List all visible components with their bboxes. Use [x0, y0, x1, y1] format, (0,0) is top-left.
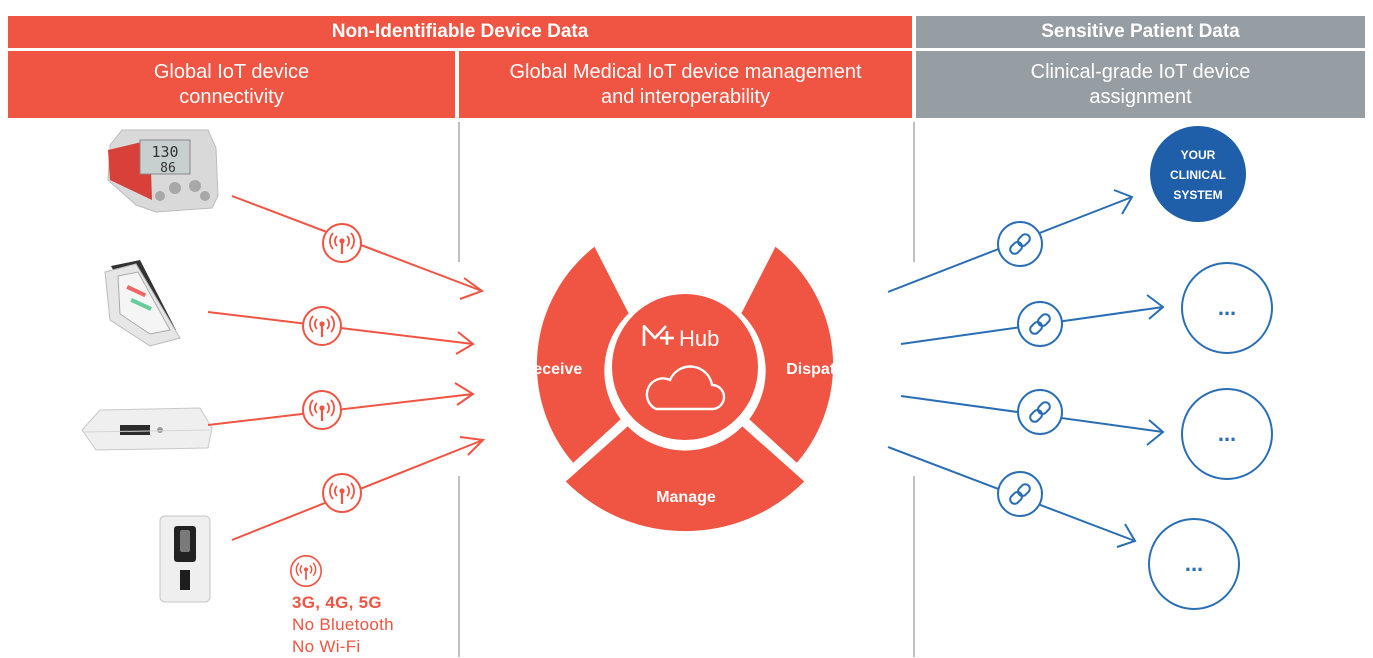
assignment-column-header: Clinical-grade IoT device assignment — [916, 51, 1365, 118]
management-column-title: Global Medical IoT device management and… — [509, 60, 862, 108]
network-types: 3G, 4G, 5G — [292, 593, 382, 612]
blood-pressure-monitor-image: 130 86 — [107, 129, 219, 213]
sensitive-header: Sensitive Patient Data — [916, 16, 1365, 48]
other-system-circle-3 — [1148, 518, 1240, 610]
other-system-ellipsis-3: ... — [1185, 551, 1203, 576]
connectivity-legend: 3G, 4G, 5G No Bluetooth No Wi-Fi — [292, 592, 394, 658]
hub-logo-text: Hub — [679, 326, 719, 351]
manage-segment — [565, 426, 805, 532]
other-system-circle-2 — [1181, 388, 1273, 480]
no-bluetooth-text: No Bluetooth — [292, 615, 394, 634]
dispatch-label: Dispatch — [786, 361, 854, 378]
link-icon-4 — [997, 471, 1043, 517]
sensitive-title: Sensitive Patient Data — [1041, 21, 1240, 42]
link-icon-2 — [1017, 301, 1063, 347]
non-identifiable-header: Non-Identifiable Device Data — [8, 16, 912, 48]
management-column-header: Global Medical IoT device management and… — [459, 51, 912, 118]
clinical-system-line2: CLINICAL — [1170, 168, 1226, 182]
cellular-antenna-icon-1 — [321, 222, 363, 264]
non-identifiable-title: Non-Identifiable Device Data — [331, 21, 589, 42]
assignment-column-title: Clinical-grade IoT device assignment — [1030, 60, 1251, 108]
receive-label: Receive — [522, 361, 583, 378]
other-system-ellipsis-2: ... — [1218, 421, 1236, 446]
connectivity-column-header: Global IoT device connectivity — [8, 51, 455, 118]
connectivity-column-title: Global IoT device connectivity — [153, 60, 310, 108]
mplus-logo-icon — [642, 324, 674, 346]
no-wifi-text: No Wi-Fi — [292, 637, 361, 656]
weight-scale-image — [81, 407, 213, 451]
cellular-antenna-icon-3 — [301, 389, 343, 431]
cellular-antenna-icon-2 — [301, 305, 343, 347]
link-icon-3 — [1017, 389, 1063, 435]
clinical-system-line1: YOUR — [1181, 148, 1216, 162]
clinical-system-line3: SYSTEM — [1173, 188, 1222, 202]
svg-text:86: 86 — [160, 161, 176, 176]
svg-text:130: 130 — [151, 143, 178, 161]
manage-label: Manage — [656, 489, 716, 506]
other-system-circle-1 — [1181, 262, 1273, 354]
cellular-gateway-image — [159, 515, 211, 603]
tablet-device-image — [104, 260, 181, 347]
dispatch-segment — [741, 246, 834, 463]
receive-segment — [536, 246, 629, 463]
clinical-system-circle — [1150, 126, 1246, 222]
legend-antenna-icon — [289, 554, 323, 588]
link-icon-1 — [997, 221, 1043, 267]
cellular-antenna-icon-4 — [321, 472, 363, 514]
other-system-ellipsis-1: ... — [1218, 295, 1236, 320]
cloud-icon — [645, 365, 726, 411]
